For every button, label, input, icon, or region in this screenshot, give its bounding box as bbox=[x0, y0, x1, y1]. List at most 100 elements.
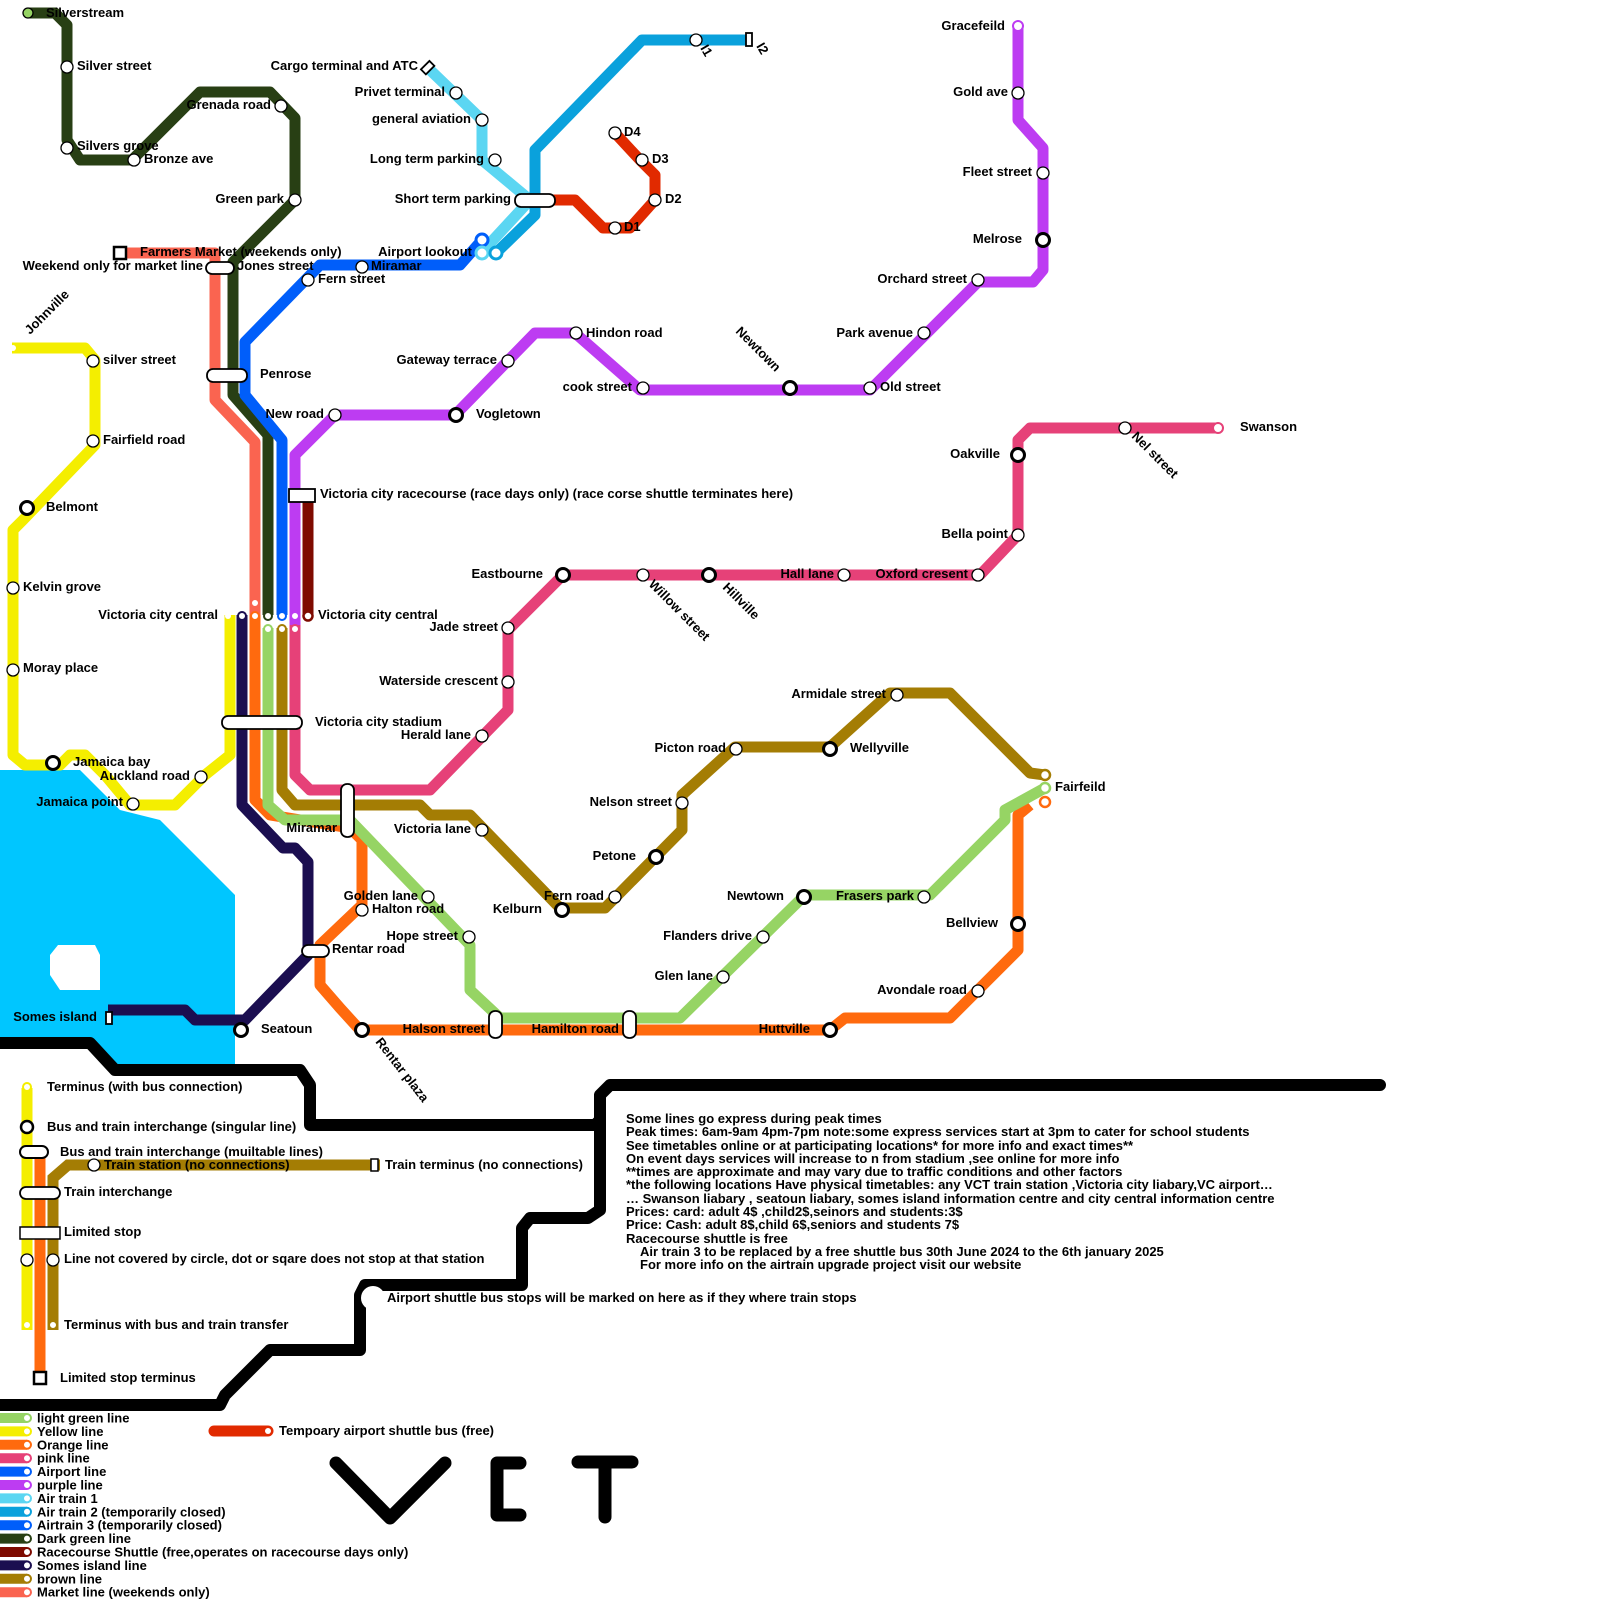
capsule-penrose[interactable] bbox=[206, 368, 248, 383]
station-dot-fairfield-road[interactable] bbox=[86, 434, 100, 448]
station-dot-moray-place[interactable] bbox=[6, 663, 20, 677]
station-dot-vogletown[interactable] bbox=[448, 407, 464, 423]
station-dot-avondale-road[interactable] bbox=[971, 984, 985, 998]
station-dot-orchard-street[interactable] bbox=[971, 273, 985, 287]
vc-central-brown-dot[interactable] bbox=[277, 624, 287, 634]
station-dot-golden-lane[interactable] bbox=[421, 890, 435, 904]
station-dot-frasers-park[interactable] bbox=[917, 890, 931, 904]
station-dot-fern-street[interactable] bbox=[301, 273, 315, 287]
station-dot-huttville[interactable] bbox=[822, 1022, 838, 1038]
station-dot-d3[interactable] bbox=[635, 153, 649, 167]
station-dot-flanders-drive[interactable] bbox=[756, 930, 770, 944]
station-dot-new-road[interactable] bbox=[328, 408, 342, 422]
farmers-market-terminus[interactable] bbox=[112, 245, 128, 261]
station-dot-belmont[interactable] bbox=[19, 500, 35, 516]
station-dot-gracefeild[interactable] bbox=[1012, 20, 1024, 32]
station-dot-gold-ave[interactable] bbox=[1011, 86, 1025, 100]
i2-terminus[interactable] bbox=[745, 32, 753, 47]
station-dot-hillville[interactable] bbox=[701, 567, 717, 583]
vc-central-lightgreen-dot[interactable] bbox=[263, 624, 273, 634]
station-dot-fleet-street[interactable] bbox=[1036, 166, 1050, 180]
station-dot-gateway-terrace[interactable] bbox=[501, 354, 515, 368]
capsule-short-term-parking[interactable] bbox=[514, 193, 556, 208]
station-dot-oxford-cresent[interactable] bbox=[971, 568, 985, 582]
station-dot-newtown-bottom[interactable] bbox=[796, 889, 812, 905]
capsule-halson-street[interactable] bbox=[488, 1010, 503, 1039]
vc-central-orange-dot[interactable] bbox=[250, 611, 260, 621]
station-dot-picton-road[interactable] bbox=[729, 742, 743, 756]
station-dot-d1[interactable] bbox=[608, 221, 622, 235]
station-dot-silver-street-lower[interactable] bbox=[86, 354, 100, 368]
station-dot-oakville[interactable] bbox=[1010, 447, 1026, 463]
station-dot-fairfeild-brown[interactable] bbox=[1038, 768, 1052, 782]
vc-central-darkgreen-dot[interactable] bbox=[263, 611, 273, 621]
vc-central-racecourse-dot[interactable] bbox=[302, 610, 314, 622]
station-dot-hope-street[interactable] bbox=[462, 930, 476, 944]
station-dot-fern-road[interactable] bbox=[608, 890, 622, 904]
vc-central-pink-dot[interactable] bbox=[290, 624, 300, 634]
cargo-terminus[interactable] bbox=[419, 59, 436, 76]
station-dot-wellyville[interactable] bbox=[822, 741, 838, 757]
station-dot-newtown-top[interactable] bbox=[782, 380, 798, 396]
station-dot-airport-lookout-c[interactable] bbox=[488, 245, 504, 261]
station-dot-armidale-street[interactable] bbox=[890, 688, 904, 702]
capsule-jones-street[interactable] bbox=[205, 261, 235, 275]
station-dot-bella-point[interactable] bbox=[1011, 528, 1025, 542]
station-dot-victoria-lane[interactable] bbox=[475, 823, 489, 837]
station-dot-petone[interactable] bbox=[648, 849, 664, 865]
vc-central-purple-dot[interactable] bbox=[290, 611, 300, 621]
vc-central-somes-dot[interactable] bbox=[237, 611, 247, 621]
station-dot-bronze-ave[interactable] bbox=[127, 153, 141, 167]
racecourse-limited-stop[interactable] bbox=[288, 488, 316, 503]
capsule-hamilton-road[interactable] bbox=[622, 1010, 637, 1039]
somes-island-terminus[interactable] bbox=[105, 1011, 113, 1025]
capsule-miramar-bottom[interactable] bbox=[340, 783, 355, 838]
station-dot-d2[interactable] bbox=[648, 193, 662, 207]
station-dot-privet-terminal[interactable] bbox=[449, 86, 463, 100]
station-dot-old-street[interactable] bbox=[863, 381, 877, 395]
station-dot-kelburn[interactable] bbox=[554, 902, 570, 918]
station-dot-silver-street[interactable] bbox=[60, 60, 74, 74]
vc-central-market-dot[interactable] bbox=[250, 598, 260, 608]
station-dot-jade-street[interactable] bbox=[501, 621, 515, 635]
station-dot-i1[interactable] bbox=[689, 33, 703, 47]
station-dot-halton-road[interactable] bbox=[355, 903, 369, 917]
station-dot-glen-lane[interactable] bbox=[716, 970, 730, 984]
station-dot-swanson[interactable] bbox=[1212, 422, 1224, 434]
station-dot-park-avenue[interactable] bbox=[917, 326, 931, 340]
station-dot-nel-street[interactable] bbox=[1118, 421, 1132, 435]
station-dot-grenada-road[interactable] bbox=[274, 99, 288, 113]
station-dot-airport-lookout-b[interactable] bbox=[474, 245, 490, 261]
vc-central-yellow-dot[interactable] bbox=[225, 613, 231, 619]
station-dot-fairfeild-green[interactable] bbox=[1038, 781, 1052, 795]
station-dot-d4[interactable] bbox=[608, 126, 622, 140]
station-dot-miramar-top[interactable] bbox=[355, 260, 369, 274]
station-dot-bellview[interactable] bbox=[1010, 916, 1026, 932]
station-dot-herald-lane[interactable] bbox=[475, 729, 489, 743]
station-dot-fairfeild-orange[interactable] bbox=[1038, 795, 1052, 809]
station-dot-waterside-crescent[interactable] bbox=[501, 675, 515, 689]
station-dot-jamaica-point[interactable] bbox=[126, 797, 140, 811]
station-dot-johnville[interactable] bbox=[10, 345, 16, 351]
station-dot-auckland-road[interactable] bbox=[194, 770, 208, 784]
vc-central-airport-dot[interactable] bbox=[277, 611, 287, 621]
station-dot-eastbourne[interactable] bbox=[555, 567, 571, 583]
capsule-rentar-road[interactable] bbox=[301, 944, 330, 958]
station-dot-melrose[interactable] bbox=[1035, 232, 1051, 248]
station-dot-long-term-parking[interactable] bbox=[488, 153, 502, 167]
station-dot-green-park[interactable] bbox=[288, 193, 302, 207]
station-dot-hindon-road[interactable] bbox=[569, 326, 583, 340]
capsule-vc-stadium[interactable] bbox=[221, 715, 303, 730]
station-dot-rentar-plaza[interactable] bbox=[354, 1022, 370, 1038]
station-dot-airport-lookout-a[interactable] bbox=[474, 232, 490, 248]
station-dot-silvers-grove[interactable] bbox=[60, 141, 74, 155]
station-dot-hall-lane[interactable] bbox=[837, 568, 851, 582]
station-dot-seatoun[interactable] bbox=[233, 1022, 249, 1038]
station-dot-willow-street[interactable] bbox=[636, 568, 650, 582]
station-dot-silverstream[interactable] bbox=[22, 7, 34, 19]
station-dot-kelvin-grove[interactable] bbox=[6, 581, 20, 595]
station-dot-jamaica-bay[interactable] bbox=[45, 755, 61, 771]
station-dot-general-aviation[interactable] bbox=[475, 113, 489, 127]
station-dot-nelson-street[interactable] bbox=[675, 796, 689, 810]
station-dot-cook-street[interactable] bbox=[636, 381, 650, 395]
